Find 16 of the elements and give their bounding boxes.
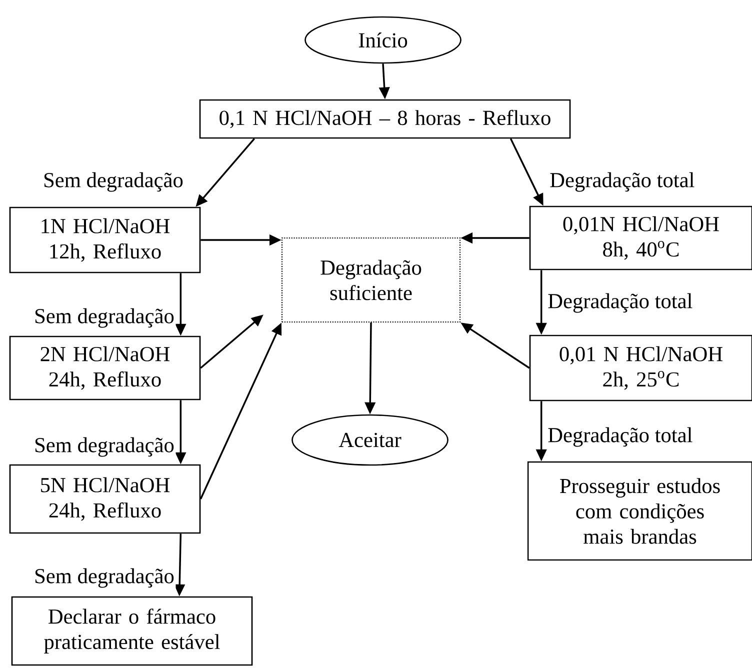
edge-label: Sem degradação — [32, 306, 176, 330]
edge-label: Sem degradação — [32, 566, 176, 590]
process-box: 0,01N HCl/NaOH 8h, 40$^{o}$C — [529, 206, 752, 270]
process-box: 5N HCl/NaOH 24h, Refluxo — [9, 464, 201, 534]
process-box: 2N HCl/NaOH 24h, Refluxo — [9, 336, 201, 400]
edge-label: Degradação total — [546, 292, 694, 314]
process-box: Prosseguir estudos com condições mais brandas — [527, 461, 752, 561]
process-box: 0,1 N HCl/NaOH – 8 horas - Refluxo — [199, 99, 571, 139]
process-box: Declarar o fármaco praticamente estável — [11, 596, 253, 666]
decision-box: Degradação suficiente — [281, 237, 461, 323]
edge-label: Sem degradação — [32, 436, 176, 458]
edge-label: Degradação total — [548, 170, 696, 194]
process-box: 0,01 N HCl/NaOH 2h, 25$^{o}$C — [529, 334, 752, 402]
edge-label: Sem degradação — [42, 170, 185, 194]
process-box: 1N HCl/NaOH 12h, Refluxo — [9, 206, 201, 274]
edge-label: Degradação total — [546, 426, 694, 448]
